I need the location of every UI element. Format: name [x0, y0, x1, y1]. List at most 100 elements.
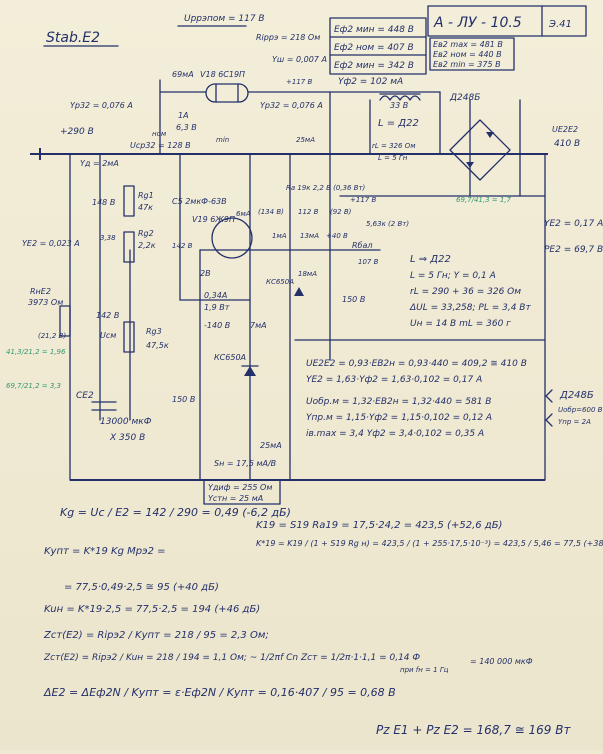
sn-label: Sн = 17,5 мА/В [214, 459, 276, 468]
yst-label: Yстн = 25 мА [208, 494, 263, 503]
r63-label: 6,3 В [176, 123, 197, 132]
v21-label: (21,2 В) [38, 332, 66, 340]
ma13-label: 13мА [300, 232, 319, 240]
ucr-label: Uср32 = 128 В [130, 141, 191, 150]
formula-k19: K19 = S19 Ra19 = 17,5·24,2 = 423,5 (+52,… [256, 520, 502, 531]
nom-label: ном [152, 130, 167, 138]
v40-label: +40 В [326, 232, 348, 240]
note-yez-line: YЕ2 = 1,63·Yф2 = 1,63·0,102 = 0,17 А [306, 375, 482, 385]
min-label: min [216, 136, 229, 144]
yd-label: Yд = 2мА [80, 159, 119, 168]
green-ratio-3: 69,7/41,3 = 1,7 [456, 196, 512, 204]
v107-label: 107 В [358, 258, 379, 266]
i69-label: 69мА [172, 70, 194, 79]
yf2-label: Yф2 = 102 мА [338, 77, 403, 87]
note-uobr: Uобр.м = 1,32·EВ2н = 1,32·440 = 581 В [306, 397, 491, 407]
ef-nom: Eф2 ном = 407 В [334, 43, 414, 53]
v112-label: 112 В [298, 208, 319, 216]
formula-p-total: Pz E1 + Pz E2 = 168,7 ≅ 169 Вт [376, 723, 571, 737]
i1a-label: 1А [178, 111, 189, 120]
formula-zct-cap: = 140 000 мкФ [470, 657, 533, 666]
note-du-line: ΔUL = 33,258; PL = 3,4 Вт [409, 303, 531, 313]
tube-top-label: V18 6С19П [200, 70, 245, 79]
ef-min: Eф2 мин = 448 В [334, 25, 414, 35]
doc-id-box: А - ЛУ - 10.5 Э.41 [427, 5, 587, 37]
diode-bridge-symbol [449, 119, 511, 181]
i6-label: 6мА [236, 210, 251, 218]
choke-d22-symbol [379, 93, 421, 101]
d248-box-ypr: Yпр = 2А [558, 418, 591, 426]
v92-label: (92 В) [330, 208, 352, 216]
v338-label: 3,38 [100, 234, 116, 242]
ce2-label: CЕ2 [76, 391, 94, 401]
formula-kun: Kuн = K*19·2,5 = 77,5·2,5 = 194 (+46 дБ) [44, 604, 260, 615]
k475-label: 47,5к [146, 341, 169, 350]
formula-zct-sub: при fн = 1 Гц [400, 666, 449, 674]
rg1-label: Rg1 [138, 191, 154, 200]
ep-nom: Eв2 ном = 440 В [433, 50, 502, 59]
ye2-label: YЕ2 = 0,023 А [22, 239, 80, 248]
note-l-d22: L ⇒ Д22 [410, 254, 451, 265]
note-ypr: Yпр.м = 1,15·Yф2 = 1,15·0,102 = 0,12 А [306, 413, 492, 423]
yp2-left: Yр32 = 0,076 А [70, 101, 133, 110]
v150b-label: 150 В [342, 295, 365, 304]
ma18-label: 18мА [298, 270, 317, 278]
formula-kg: Kg = Uc / E2 = 142 / 290 = 0,49 (-6,2 дБ… [60, 506, 291, 519]
d248-box-title: Д248Б [559, 390, 594, 401]
note-l-line: L = 5 Гн; Y = 0,1 А [410, 271, 496, 281]
a034-label: 0,34А [204, 291, 227, 300]
v134-label: (134 В) [258, 208, 284, 216]
ma7-label: 7мА [250, 321, 267, 330]
d248b-label: Д248Б [449, 93, 480, 103]
v142b-label: 142 В [96, 311, 119, 320]
cap-voltage: X 350 В [109, 433, 145, 443]
v150-label: 150 В [172, 395, 195, 404]
cap-value: 13000 мкФ [100, 417, 152, 427]
ohm3973-label: 3973 Ом [28, 298, 63, 307]
sheet-number: Э.41 [548, 19, 572, 30]
k22-label: 2,2к [138, 241, 156, 250]
yp2-right: Yр32 = 0,076 А [260, 101, 323, 110]
formula-de2: ΔE2 = ΔEф2N / Kупт = ε·Eф2N / Kупт = 0,1… [43, 686, 396, 699]
ep-box: Eв2 max = 481 В Eв2 ном = 440 В Eв2 min … [429, 37, 515, 71]
l5gn-label: L = 5 Гн [378, 154, 408, 162]
v117b-label: +117 В [350, 196, 376, 204]
formula-kyst2: = 77,5·0,49·2,5 ≅ 95 (+40 дБ) [64, 582, 219, 593]
zener-kc650-symbol [241, 287, 304, 376]
rg2-label: Rg2 [138, 229, 154, 238]
v19-label: V19 6Ж9П [192, 215, 235, 224]
k47-label: 47к [138, 203, 153, 212]
rg2-resistor [123, 231, 135, 263]
kc650b-label: КС650А [266, 278, 294, 286]
uez2-label: UЕ2Е2 [552, 125, 578, 134]
note-rl-line: rL = 290 + 36 = 326 Ом [410, 287, 521, 297]
c5-label: C5 2мкФ-63В [172, 197, 227, 206]
ri-rp-label: Rіррэ = 218 Ом [256, 33, 320, 42]
green-ratio-2: 69,7/21,2 = 3,3 [6, 382, 61, 390]
u117-label: +117 В [286, 78, 312, 86]
rn-e2-resistor [59, 305, 71, 337]
v2-label: 2В [200, 269, 211, 278]
d248-summary-box: Д248Б Uобр=600 В Yпр = 2А [545, 389, 603, 427]
formula-zct2: Zст(E2) = Riрэ2 / Kuн = 218 / 194 = 1,1 … [43, 653, 420, 663]
yzn-box: Yдиф = 255 Ом Yстн = 25 мА [203, 479, 281, 505]
doc-id: А - ЛУ - 10.5 [433, 15, 522, 31]
ra-label: Ra 19к 2,2 В (0,36 Вт) [286, 184, 366, 192]
ysh-label: Yш = 0,007 А [272, 55, 327, 64]
k563-label: 5,63к (2 Вт) [366, 220, 409, 228]
y-e2b-label: YЕ2 = 0,17 А [544, 219, 603, 229]
ma1-label: 1мА [272, 232, 287, 240]
green-ratio-1: 41,3/21,2 = 1,96 [6, 348, 66, 356]
rn-e2-label: RнЕ2 [30, 287, 51, 296]
v140-label: -140 В [204, 321, 230, 330]
l-d22-label: L = Д22 [378, 118, 419, 129]
rg1-resistor [123, 185, 135, 217]
rbal-label: Rбал [352, 241, 373, 250]
ur-zero-label: Uррэпом = 117 В [184, 14, 265, 24]
tube-6s19p-symbol [205, 83, 249, 103]
v142-label: 142 В [172, 242, 193, 250]
tube-6zh9p-symbol [211, 217, 253, 259]
formula-kyst: Kупт = K*19 Kg Mрэ2 = [44, 546, 166, 557]
